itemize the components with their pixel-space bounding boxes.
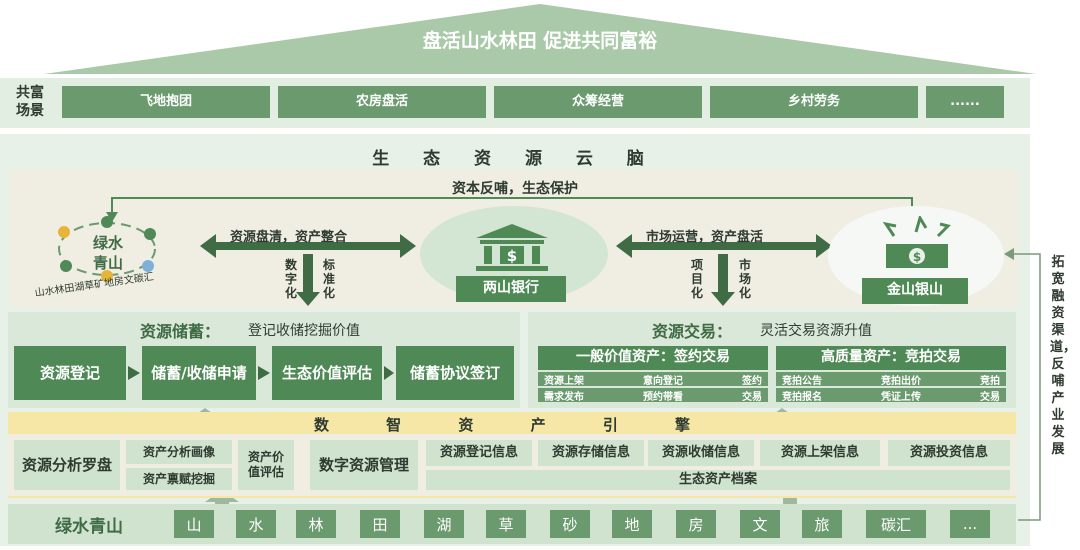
info-listing[interactable]: 资源上架信息 <box>760 440 880 466</box>
digital-resource-manage[interactable]: 数字资源管理 <box>310 440 418 490</box>
svg-text:$: $ <box>507 247 517 265</box>
trade-subtitle: 灵活交易资源升值 <box>760 323 872 339</box>
trade-general-row-2: 需求发布 预约带看 交易 <box>538 388 768 403</box>
foundation-label: 绿水青山 <box>55 517 123 537</box>
trade-general-r1-b: 意向登记 <box>643 375 683 387</box>
storage-step-sign[interactable]: 储蓄协议签订 <box>396 346 514 400</box>
roof <box>44 4 1036 74</box>
foundation-more[interactable]: ... <box>950 510 990 538</box>
cycle-top-label: 资本反哺，生态保护 <box>452 181 578 197</box>
money-icon: $ <box>882 216 951 268</box>
scene-item-3[interactable]: 众筹经营 <box>494 86 702 118</box>
foundation-mountain[interactable]: 山 <box>174 510 214 538</box>
left-down-label-2: 标准化 <box>322 258 335 300</box>
storage-title: 资源储蓄： <box>140 322 221 341</box>
trade-general-r2-c: 交易 <box>742 391 762 403</box>
foundation-tourism[interactable]: 旅 <box>802 510 842 538</box>
trade-premium-r1-a: 竞拍公告 <box>782 375 822 387</box>
trade-general-r2-a: 需求发布 <box>544 391 584 403</box>
scenes-label: 共富场景 <box>16 85 44 119</box>
bank-label[interactable]: 两山银行 <box>456 276 566 302</box>
green-mountain-ring <box>58 216 156 282</box>
right-down-label-2: 市场化 <box>738 258 751 300</box>
asset-mining[interactable]: 资产禀赋挖掘 <box>126 468 232 490</box>
right-arrow-label: 市场运营，资产盘活 <box>646 230 764 245</box>
trade-premium-r2-b: 凭证上传 <box>881 391 921 403</box>
trade-premium-r2-c: 交易 <box>980 391 1000 403</box>
foundation-sand[interactable]: 砂 <box>550 510 590 538</box>
trade-premium-r2-a: 竞拍报名 <box>782 391 822 403</box>
bank-icon: $ <box>476 224 548 271</box>
foundation-house[interactable]: 房 <box>676 510 716 538</box>
trade-premium-row-2: 竞拍报名 凭证上传 交易 <box>776 388 1006 403</box>
left-down-label-1: 数字化 <box>284 258 297 300</box>
scene-item-1[interactable]: 飞地抱团 <box>62 86 270 118</box>
right-down-label-1: 项目化 <box>690 258 703 300</box>
svg-text:$: $ <box>913 250 921 264</box>
analysis-compass[interactable]: 资源分析罗盘 <box>14 440 120 490</box>
info-storage[interactable]: 资源存储信息 <box>538 440 644 466</box>
cycle-loop <box>106 197 913 306</box>
trade-premium-title: 高质量资产：竞拍交易 <box>776 346 1006 370</box>
brain-title: 生 态 资 源 云 脑 <box>372 149 658 169</box>
foundation-forest[interactable]: 林 <box>296 510 336 538</box>
side-text: 拓宽融资渠道，反哺产业发展 <box>1050 255 1077 457</box>
foundation-carbon[interactable]: 碳汇 <box>866 510 926 538</box>
left-arrow-label: 资源盘清，资产整合 <box>230 230 348 245</box>
trade-title: 资源交易： <box>652 322 733 341</box>
foundation-culture[interactable]: 文 <box>740 510 780 538</box>
trade-general-title: 一般价值资产：签约交易 <box>538 346 768 370</box>
digital-band-title: 数 智 资 产 引 擎 <box>313 416 717 434</box>
left-hub-title-1: 绿水 <box>92 234 123 252</box>
trade-premium-row-1: 竞拍公告 竞拍出价 竞拍 <box>776 372 1006 387</box>
storage-step-register[interactable]: 资源登记 <box>14 346 126 400</box>
foundation-land[interactable]: 地 <box>612 510 652 538</box>
trade-general-r1-a: 资源上架 <box>544 375 584 387</box>
storage-subtitle: 登记收储挖掘价值 <box>248 323 360 339</box>
storage-step-apply[interactable]: 储蓄/收储申请 <box>142 346 256 400</box>
trade-general-row-1: 资源上架 意向登记 签约 <box>538 372 768 387</box>
roof-title: 盘活山水林田 促进共同富裕 <box>422 30 658 52</box>
trade-premium-r1-b: 竞拍出价 <box>881 375 921 387</box>
side-bracket <box>1004 248 1041 521</box>
asset-portrait[interactable]: 资产分析画像 <box>126 440 232 464</box>
asset-valuation[interactable]: 资产价值评估 <box>238 440 294 490</box>
trade-general-r1-c: 签约 <box>742 375 762 387</box>
foundation-field[interactable]: 田 <box>360 510 400 538</box>
storage-step-evaluate[interactable]: 生态价值评估 <box>272 346 382 400</box>
scene-item-more[interactable]: ...... <box>926 86 1004 118</box>
foundation-grass[interactable]: 草 <box>486 510 526 538</box>
foundation-water[interactable]: 水 <box>236 510 276 538</box>
info-register[interactable]: 资源登记信息 <box>426 440 532 466</box>
storage-arrows <box>128 366 394 380</box>
scene-item-2[interactable]: 农房盘活 <box>278 86 486 118</box>
foundation-lake[interactable]: 湖 <box>424 510 464 538</box>
info-investment[interactable]: 资源投资信息 <box>888 440 1010 466</box>
eco-asset-archive[interactable]: 生态资产档案 <box>426 470 1010 490</box>
left-hub-title-2: 青山 <box>92 254 123 272</box>
scene-item-4[interactable]: 乡村劳务 <box>710 86 918 118</box>
trade-general-r2-b: 预约带看 <box>643 391 683 403</box>
info-collection[interactable]: 资源收储信息 <box>648 440 754 466</box>
trade-premium-r1-c: 竞拍 <box>980 375 1000 387</box>
right-hub-label[interactable]: 金山银山 <box>862 278 968 304</box>
